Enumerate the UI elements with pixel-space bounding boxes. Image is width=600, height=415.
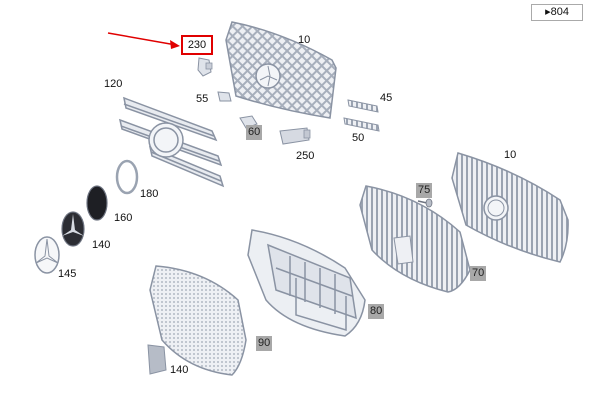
- label-75: 75: [416, 183, 433, 198]
- label-45: 45: [380, 92, 393, 104]
- grille-10-top: [225, 21, 337, 119]
- label-160: 160: [114, 212, 133, 224]
- part-180-ring: [115, 159, 139, 195]
- grille-10-right: [451, 152, 569, 263]
- label-145: 145: [58, 268, 77, 280]
- part-140-star-emblem: [61, 211, 85, 247]
- grille-70: [359, 185, 471, 293]
- grille-90: [149, 265, 247, 376]
- label-80: 80: [368, 304, 385, 319]
- label-250: 250: [296, 150, 315, 162]
- label-140-mid: 140: [92, 239, 111, 251]
- label-140-bottom: 140: [170, 364, 189, 376]
- label-180: 180: [140, 188, 159, 200]
- highlighted-part-label: 230: [181, 35, 213, 55]
- label-10-top: 10: [298, 34, 311, 46]
- part-75-screw: [417, 198, 433, 208]
- label-55: 55: [196, 93, 209, 105]
- label-70: 70: [470, 266, 487, 281]
- part-230-bracket: [197, 57, 213, 77]
- grille-120-louvers: [118, 96, 225, 188]
- label-10-right: 10: [504, 149, 517, 161]
- part-45-strip: [347, 99, 379, 113]
- part-55-clip: [217, 91, 232, 102]
- label-120: 120: [104, 78, 123, 90]
- label-50: 50: [352, 132, 365, 144]
- label-90: 90: [256, 336, 273, 351]
- part-50-strip: [343, 117, 380, 132]
- part-145-star-emblem: [34, 236, 60, 274]
- part-160-emblem: [86, 185, 108, 221]
- label-60: 60: [246, 125, 263, 140]
- part-250-module: [279, 127, 311, 145]
- page-reference[interactable]: ▸804: [531, 4, 583, 21]
- grille-frame-80: [247, 229, 366, 337]
- part-140-cover: [147, 344, 167, 375]
- highlight-arrow: [107, 32, 180, 49]
